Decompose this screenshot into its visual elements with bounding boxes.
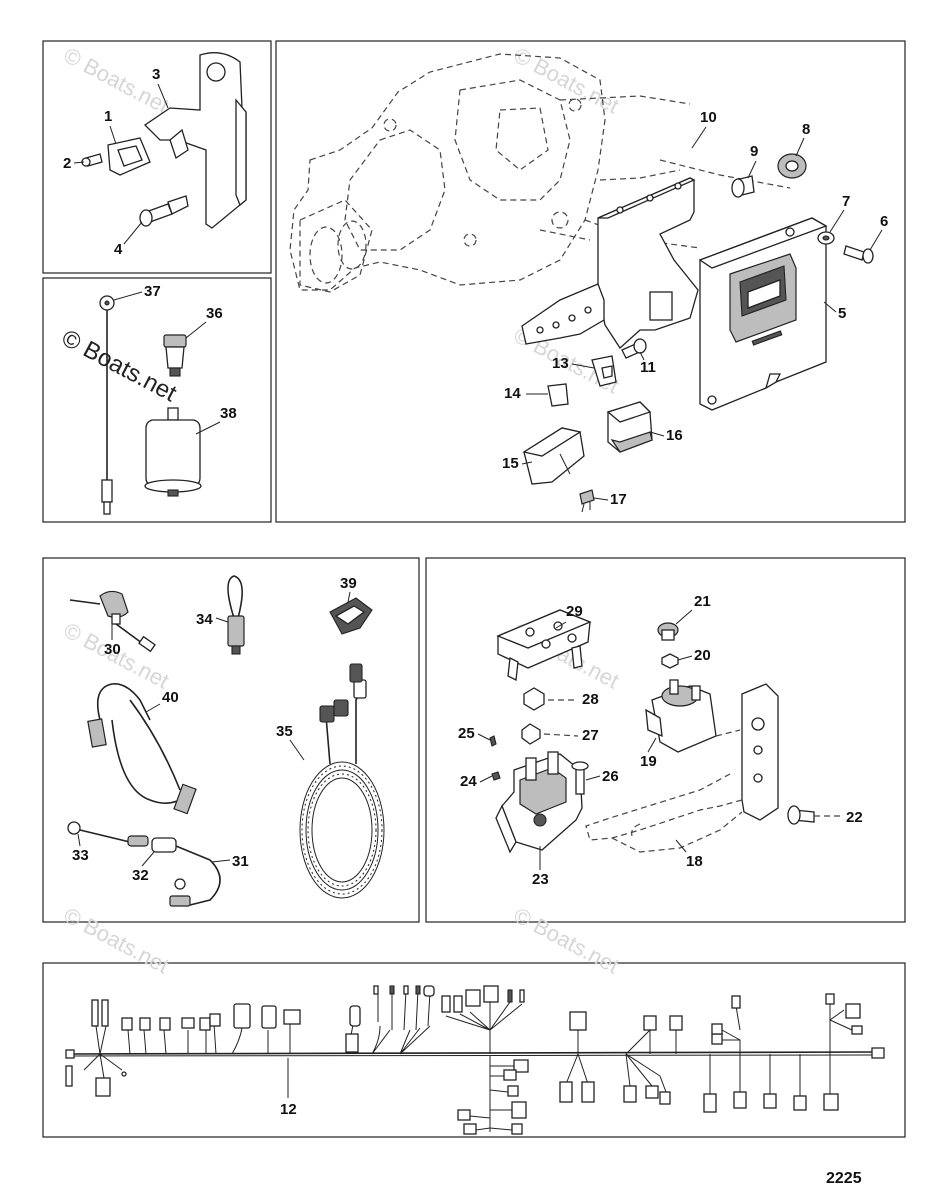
callouts-panel-5: 29 21 20 28 27 25 24 26 19 22 23 18 <box>458 593 863 888</box>
callout-19: 19 <box>640 753 657 770</box>
callout-4: 4 <box>114 241 123 258</box>
watermark: © Boats.net <box>60 902 174 978</box>
callout-18: 18 <box>686 853 703 870</box>
callout-16: 16 <box>666 427 683 444</box>
callout-24: 24 <box>460 773 477 790</box>
callout-21: 21 <box>694 593 711 610</box>
callout-3: 3 <box>152 66 160 83</box>
callouts-panel-4: 30 34 39 40 33 32 31 35 <box>72 575 357 884</box>
ecm-bracket <box>521 177 699 349</box>
panel-main-harness <box>42 962 906 1138</box>
callout-28: 28 <box>582 691 599 708</box>
callout-6: 6 <box>880 213 888 230</box>
callout-26: 26 <box>602 768 619 785</box>
callout-31: 31 <box>232 853 249 870</box>
watermark: © Boats.net <box>510 902 624 978</box>
panel-ecm <box>275 40 906 523</box>
callout-38: 38 <box>220 405 237 422</box>
sensor-parts <box>99 295 202 515</box>
callout-9: 9 <box>750 143 758 160</box>
callout-17: 17 <box>610 491 627 508</box>
callout-12: 12 <box>280 1101 297 1118</box>
callout-15: 15 <box>502 455 519 472</box>
solenoid-parts <box>489 609 815 854</box>
callout-39: 39 <box>340 575 357 592</box>
callout-27: 27 <box>582 727 599 744</box>
engine-housing <box>289 53 791 293</box>
callout-29: 29 <box>566 603 583 620</box>
callout-30: 30 <box>104 641 121 658</box>
callout-25: 25 <box>458 725 475 742</box>
ecm-module <box>698 217 828 411</box>
callout-22: 22 <box>846 809 863 826</box>
callouts-panel-1: 3 1 2 4 <box>63 66 169 258</box>
callout-33: 33 <box>72 847 89 864</box>
callout-35: 35 <box>276 723 293 740</box>
ecm-hardware <box>621 153 874 359</box>
callouts-panel-3: 10 9 8 7 6 5 11 13 14 16 15 17 <box>502 109 888 508</box>
callout-2: 2 <box>63 155 71 172</box>
harness-parts <box>67 575 385 907</box>
callout-14: 14 <box>504 385 521 402</box>
bracket-assembly <box>81 52 247 229</box>
coiled-harness <box>299 663 385 899</box>
callout-5: 5 <box>838 305 846 322</box>
panel-sensors <box>42 277 272 523</box>
callout-36: 36 <box>206 305 223 322</box>
callout-11: 11 <box>640 359 656 376</box>
callout-40: 40 <box>162 689 179 706</box>
main-harness <box>65 985 885 1135</box>
callout-20: 20 <box>694 647 711 664</box>
callout-34: 34 <box>196 611 213 628</box>
watermark: © Boats.net <box>510 42 624 118</box>
harness-branch-connectors <box>121 1003 301 1055</box>
callout-37: 37 <box>144 283 161 300</box>
callout-10: 10 <box>700 109 717 126</box>
callouts-panel-2: 37 36 38 <box>113 283 237 435</box>
callout-8: 8 <box>802 121 810 138</box>
callout-23: 23 <box>532 871 549 888</box>
panel-solenoid <box>425 557 906 923</box>
callouts-panel-6: 12 <box>280 1058 297 1118</box>
callout-7: 7 <box>842 193 850 210</box>
callout-1: 1 <box>104 108 112 125</box>
callout-13: 13 <box>552 355 569 372</box>
panel-bracket <box>42 40 272 274</box>
panel-harness-parts <box>42 557 420 923</box>
diagram-id: 2225 <box>826 1170 862 1187</box>
relay-fuse-parts <box>522 355 653 513</box>
callout-32: 32 <box>132 867 149 884</box>
watermark-dark: © Boats.net <box>57 324 181 407</box>
